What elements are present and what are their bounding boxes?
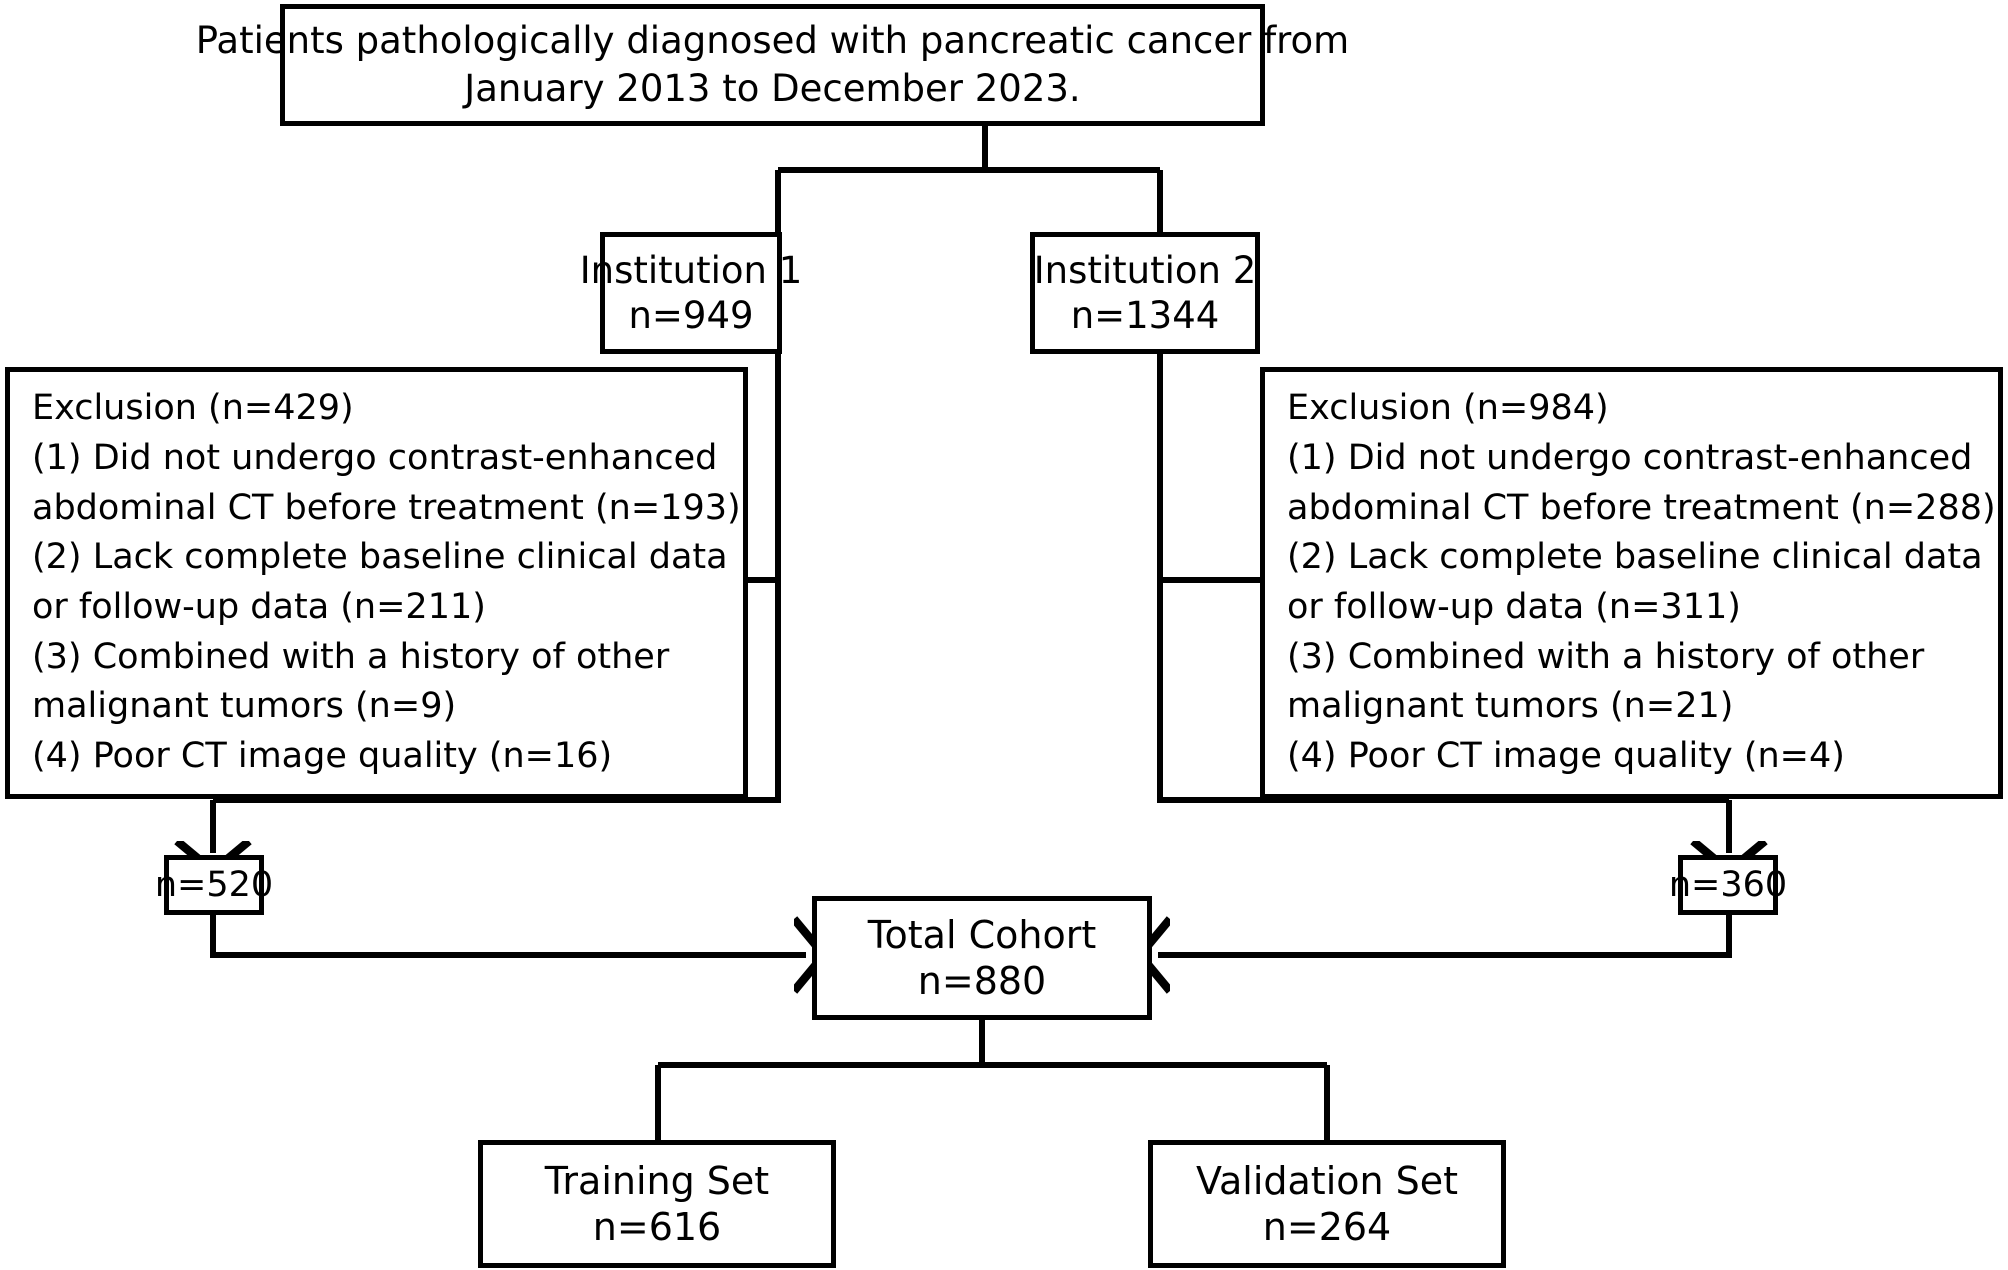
exclusion-2-header: Exclusion (n=984) — [1287, 388, 1609, 429]
exclusion-1-reason-4: (4) Poor CT image quality (n=16) — [32, 736, 613, 777]
node-validation-set: Validation Set n=264 — [1148, 1140, 1506, 1268]
exclusion-1-header: Exclusion (n=429) — [32, 388, 354, 429]
edge-institution2-to-exclusion2 — [1157, 354, 1263, 583]
node-remaining-institution-2: n=360 — [1669, 855, 1787, 915]
node-source-population: Patients pathologically diagnosed with p… — [196, 4, 1349, 126]
remaining-1-count: n=520 — [154, 864, 274, 905]
remaining-2-count: n=360 — [1668, 864, 1788, 905]
training-set-label: Training Set — [544, 1158, 770, 1203]
exclusion-2-reason-3-line-1: (3) Combined with a history of other — [1287, 636, 1925, 677]
institution-2-count: n=1344 — [1070, 294, 1220, 337]
arrow-n520-to-total — [210, 915, 806, 955]
exclusion-2-reason-4: (4) Poor CT image quality (n=4) — [1287, 736, 1845, 777]
exclusion-2-reason-2-line-2: or follow-up data (n=311) — [1287, 587, 1741, 627]
source-line-1: Patients pathologically diagnosed with p… — [195, 18, 1350, 62]
exclusion-1-reason-3-line-1: (3) Combined with a history of other — [32, 636, 670, 677]
arrow-n360-to-total — [1158, 915, 1732, 955]
training-set-count: n=616 — [592, 1205, 722, 1249]
edge-institution1-to-exclusion1 — [745, 354, 781, 583]
node-institution-1: Institution 1 n=949 — [580, 232, 802, 354]
exclusion-2-reason-1-line-2: abdominal CT before treatment (n=288) — [1287, 487, 1996, 528]
node-exclusion-institution-2: Exclusion (n=984) (1) Did not undergo co… — [1260, 367, 2003, 799]
exclusion-2-reason-3-line-2: malignant tumors (n=21) — [1287, 686, 1734, 727]
validation-set-label: Validation Set — [1195, 1158, 1459, 1203]
node-institution-2: Institution 2 n=1344 — [1030, 232, 1260, 354]
exclusion-2-reason-2-line-1: (2) Lack complete baseline clinical data — [1287, 537, 1983, 578]
exclusion-1-reason-1-line-2: abdominal CT before treatment (n=193) — [32, 487, 741, 528]
node-remaining-institution-1: n=520 — [155, 855, 273, 915]
total-cohort-label: Total Cohort — [867, 912, 1097, 957]
institution-1-count: n=949 — [628, 294, 754, 337]
exclusion-1-reason-1-line-1: (1) Did not undergo contrast-enhanced — [32, 437, 718, 478]
exclusion-1-reason-2-line-1: (2) Lack complete baseline clinical data — [32, 537, 728, 578]
exclusion-1-reason-2-line-2: or follow-up data (n=211) — [32, 587, 486, 627]
institution-2-label: Institution 2 — [1033, 248, 1257, 292]
exclusion-2-reason-1-line-1: (1) Did not undergo contrast-enhanced — [1287, 437, 1973, 478]
exclusion-1-reason-3-line-2: malignant tumors (n=9) — [32, 686, 457, 727]
node-training-set: Training Set n=616 — [478, 1140, 836, 1268]
node-exclusion-institution-1: Exclusion (n=429) (1) Did not undergo co… — [5, 367, 748, 799]
validation-set-count: n=264 — [1262, 1205, 1392, 1249]
node-total-cohort: Total Cohort n=880 — [812, 896, 1152, 1020]
total-cohort-count: n=880 — [917, 959, 1047, 1003]
institution-1-label: Institution 1 — [579, 248, 803, 292]
source-line-2: January 2013 to December 2023. — [464, 67, 1081, 110]
